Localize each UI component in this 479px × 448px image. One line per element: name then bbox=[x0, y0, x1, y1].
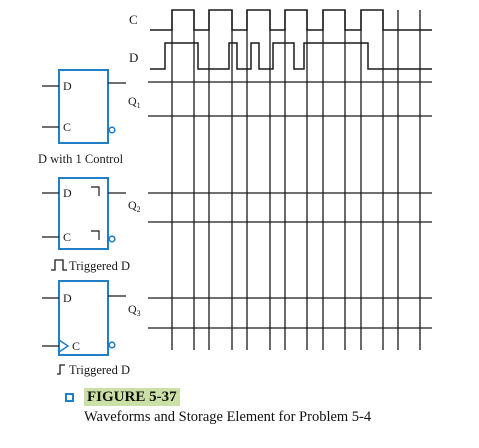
q3-label: Q3 bbox=[128, 302, 141, 318]
postponed-output-icon bbox=[91, 230, 100, 240]
edge-triggered-d-element: D C Triggered D bbox=[42, 280, 130, 377]
positive-pulse-icon bbox=[51, 259, 67, 271]
pulse-triggered-d-element: D C Triggered D bbox=[42, 177, 130, 273]
element-1-d-pin: D bbox=[63, 79, 72, 93]
element-2-d-pin: D bbox=[63, 186, 72, 200]
q2-label: Q2 bbox=[128, 198, 141, 214]
output-grid-lines bbox=[148, 81, 432, 329]
q1-label: Q1 bbox=[128, 94, 141, 110]
figure-number: FIGURE 5-37 bbox=[84, 388, 180, 406]
element-1-caption: D with 1 Control bbox=[38, 152, 124, 166]
d-latch-element: D C D with 1 Control bbox=[38, 69, 126, 166]
figure-marker-icon bbox=[65, 393, 74, 402]
element-2-c-pin: C bbox=[63, 230, 71, 244]
clock-label: C bbox=[129, 12, 138, 27]
clock-waveform bbox=[150, 9, 432, 31]
figure-title: Waveforms and Storage Element for Proble… bbox=[84, 409, 372, 425]
element-2-caption: Triggered D bbox=[69, 259, 130, 273]
data-label: D bbox=[129, 50, 138, 65]
element-1-c-pin: C bbox=[63, 120, 71, 134]
timing-grid bbox=[171, 10, 421, 350]
rising-edge-icon bbox=[57, 364, 65, 375]
element-3-d-pin: D bbox=[63, 291, 72, 305]
postponed-output-icon bbox=[91, 186, 100, 196]
data-waveform bbox=[150, 42, 432, 70]
element-3-caption: Triggered D bbox=[69, 363, 130, 377]
element-3-c-pin: C bbox=[72, 339, 80, 353]
dynamic-clock-indicator-icon bbox=[58, 339, 70, 353]
